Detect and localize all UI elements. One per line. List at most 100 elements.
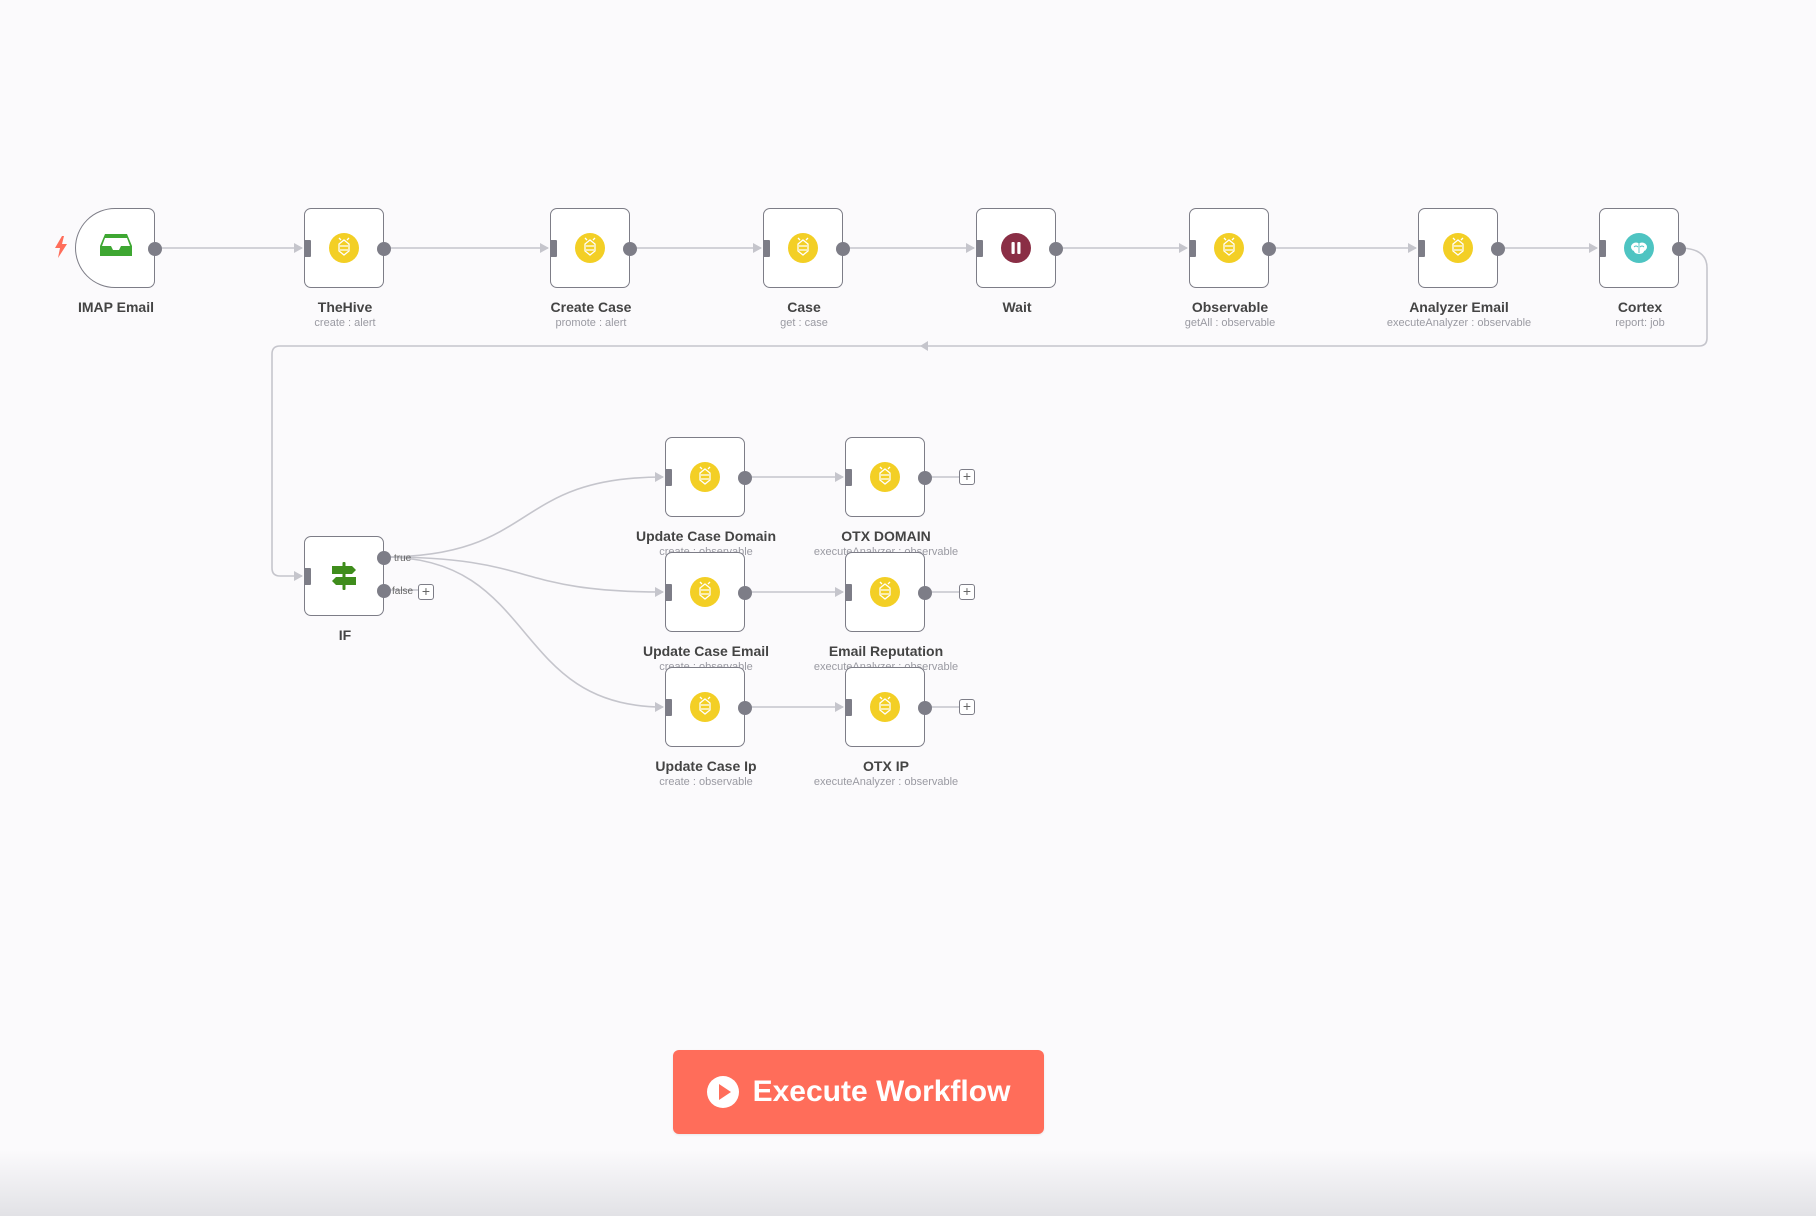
- connection-arrow: [1179, 243, 1188, 253]
- input-handle[interactable]: [304, 240, 311, 257]
- node-case[interactable]: Case get : case: [763, 208, 850, 329]
- thehive-bee-icon: [869, 461, 901, 493]
- node-uce[interactable]: Update Case Emailcreate : observable: [643, 552, 769, 673]
- cortex-brain-icon: [1623, 232, 1655, 264]
- output-handle-false[interactable]: [377, 584, 391, 598]
- output-handle[interactable]: [377, 242, 391, 256]
- thehive-bee-icon: [1442, 232, 1474, 264]
- node-title: Wait: [1002, 299, 1032, 315]
- output-handle[interactable]: [918, 586, 932, 600]
- node-imap[interactable]: IMAP Email: [75, 208, 162, 315]
- node-subtitle: executeAnalyzer : observable: [1386, 317, 1532, 329]
- add-node-otx-domain-button[interactable]: +: [959, 469, 975, 485]
- output-handle[interactable]: [738, 586, 752, 600]
- output-handle[interactable]: [1049, 242, 1063, 256]
- node-title: IF: [338, 627, 352, 643]
- output-handle[interactable]: [836, 242, 850, 256]
- connection-if-ucd: [383, 476, 664, 558]
- output-handle[interactable]: [1262, 242, 1276, 256]
- connection-arrow: [540, 243, 549, 253]
- connection-arrow: [920, 341, 928, 351]
- node-title: Update Case Email: [642, 643, 770, 659]
- thehive-bee-icon: [787, 232, 819, 264]
- add-node-email-reputation-button[interactable]: +: [959, 584, 975, 600]
- node-subtitle: executeAnalyzer : observable: [813, 776, 959, 788]
- trigger-bolt-icon: [55, 236, 67, 258]
- add-node-false-button[interactable]: +: [418, 584, 434, 600]
- node-createcase[interactable]: Create Case promote : alert: [550, 208, 637, 329]
- node-observable[interactable]: Observable getAll : observable: [1185, 208, 1276, 329]
- canvas-bottom-shade: [0, 1150, 1816, 1216]
- node-title: Case: [787, 299, 821, 315]
- node-subtitle: report: job: [1615, 317, 1665, 329]
- connection-arrow: [294, 243, 303, 253]
- node-cortex[interactable]: Cortex report: job: [1599, 208, 1686, 329]
- input-handle[interactable]: [976, 240, 983, 257]
- connection-arrow: [655, 472, 664, 482]
- connection-arrow: [294, 571, 303, 581]
- node-subtitle: get : case: [780, 317, 828, 329]
- node-otxdomain[interactable]: OTX DOMAINexecuteAnalyzer : observable: [814, 437, 958, 558]
- output-handle[interactable]: [918, 701, 932, 715]
- play-icon: [706, 1076, 739, 1108]
- output-handle[interactable]: [623, 242, 637, 256]
- node-title: OTX IP: [863, 758, 909, 774]
- input-handle[interactable]: [550, 240, 557, 257]
- connection-arrow: [655, 702, 664, 712]
- connection-if-ucip: [383, 556, 664, 708]
- node-if[interactable]: IF: [304, 536, 391, 643]
- inbox-icon: [99, 232, 132, 264]
- if-true-label: true: [394, 553, 412, 564]
- node-ucd[interactable]: Update Case Domaincreate : observable: [636, 437, 776, 558]
- node-otxip[interactable]: OTX IP executeAnalyzer : observable: [814, 667, 958, 788]
- output-handle[interactable]: [738, 701, 752, 715]
- output-handle[interactable]: [738, 471, 752, 485]
- connection-arrow: [655, 587, 664, 597]
- pause-icon: [1000, 232, 1032, 264]
- signpost-icon: [328, 560, 360, 592]
- input-handle[interactable]: [845, 584, 852, 601]
- node-title: Observable: [1191, 299, 1269, 315]
- thehive-bee-icon: [1213, 232, 1245, 264]
- output-handle[interactable]: [1491, 242, 1505, 256]
- connection-if-uce: [383, 556, 664, 593]
- input-handle[interactable]: [845, 699, 852, 716]
- input-handle[interactable]: [304, 568, 311, 585]
- node-title: Update Case Domain: [635, 528, 777, 544]
- input-handle[interactable]: [845, 469, 852, 486]
- node-subtitle: promote : alert: [555, 317, 627, 329]
- node-emailrep[interactable]: Email ReputationexecuteAnalyzer : observ…: [814, 552, 958, 673]
- output-handle[interactable]: [918, 471, 932, 485]
- node-title: Cortex: [1617, 299, 1663, 315]
- connection-arrow: [835, 702, 844, 712]
- node-wait[interactable]: Wait: [976, 208, 1063, 315]
- node-analyzeremail[interactable]: Analyzer Email executeAnalyzer : observab…: [1387, 208, 1531, 329]
- input-handle[interactable]: [665, 699, 672, 716]
- input-handle[interactable]: [665, 584, 672, 601]
- add-node-otx-ip-button[interactable]: +: [959, 699, 975, 715]
- node-title: Analyzer Email: [1409, 299, 1509, 315]
- output-handle[interactable]: [1672, 242, 1686, 256]
- thehive-bee-icon: [574, 232, 606, 264]
- input-handle[interactable]: [1599, 240, 1606, 257]
- node-title: IMAP Email: [78, 299, 154, 315]
- thehive-bee-icon: [328, 232, 360, 264]
- connection-arrow: [1589, 243, 1598, 253]
- thehive-bee-icon: [689, 691, 721, 723]
- connection-arrow: [835, 472, 844, 482]
- node-subtitle: getAll : observable: [1184, 317, 1276, 329]
- output-handle-true[interactable]: [377, 551, 391, 565]
- input-handle[interactable]: [1189, 240, 1196, 257]
- input-handle[interactable]: [665, 469, 672, 486]
- node-title: Update Case Ip: [655, 758, 757, 774]
- execute-workflow-button[interactable]: Execute Workflow: [673, 1050, 1044, 1134]
- output-handle[interactable]: [148, 242, 162, 256]
- node-title: Create Case: [550, 299, 632, 315]
- connection-arrow: [966, 243, 975, 253]
- input-handle[interactable]: [1418, 240, 1425, 257]
- input-handle[interactable]: [763, 240, 770, 257]
